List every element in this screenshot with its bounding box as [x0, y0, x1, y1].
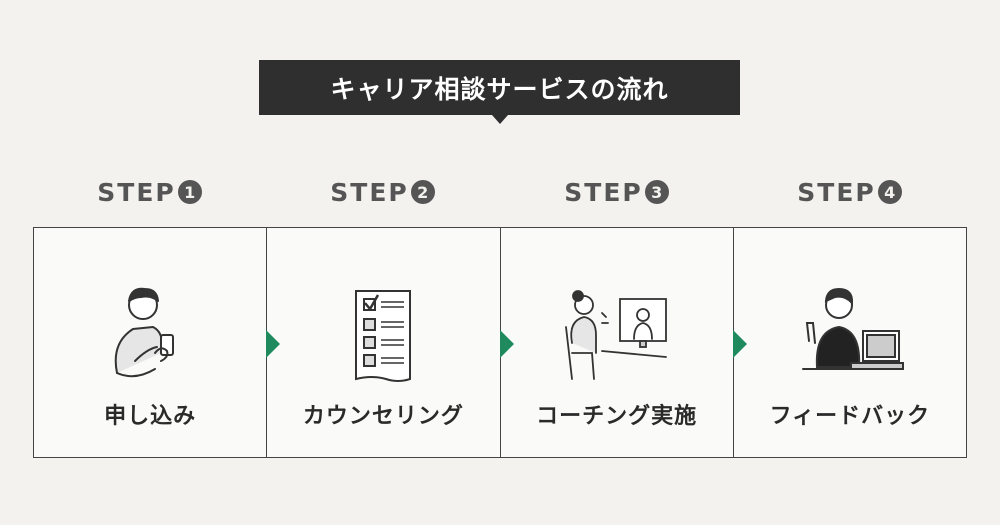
step-2-card: カウンセリング — [266, 228, 499, 457]
step-4-prefix: STEP — [797, 177, 876, 207]
step-3-number: 3 — [644, 180, 669, 204]
step-1-heading: STEP 1 — [33, 172, 266, 212]
page-title: キャリア相談サービスの流れ — [259, 60, 740, 115]
step-1-number: 1 — [177, 180, 202, 204]
person-with-phone-icon — [114, 287, 175, 378]
step-1-prefix: STEP — [97, 177, 176, 207]
step-3-card: コーチング実施 — [499, 228, 733, 457]
step-arrow-3 — [733, 330, 747, 358]
step-3-prefix: STEP — [564, 177, 643, 207]
step-2-heading: STEP 2 — [266, 172, 499, 212]
step-2-prefix: STEP — [330, 177, 409, 207]
step-arrow-1 — [266, 330, 280, 358]
title-pointer — [492, 115, 508, 124]
checklist-icon — [355, 290, 412, 382]
step-arrow-2 — [500, 330, 514, 358]
step-3-label: コーチング実施 — [536, 404, 698, 429]
step-2-number: 2 — [410, 180, 435, 204]
step-4-number: 4 — [877, 180, 902, 204]
steps-panel: 申し込み カウンセリング — [33, 227, 967, 458]
person-with-laptop-icon — [801, 287, 904, 370]
step-1-card: 申し込み — [34, 228, 266, 457]
video-call-icon — [564, 290, 667, 380]
step-4-heading: STEP 4 — [733, 172, 966, 212]
step-1-label: 申し込み — [104, 404, 197, 429]
step-2-label: カウンセリング — [302, 404, 464, 429]
step-4-label: フィードバック — [769, 404, 931, 429]
step-4-card: フィードバック — [732, 228, 966, 457]
step-3-heading: STEP 3 — [500, 172, 733, 212]
